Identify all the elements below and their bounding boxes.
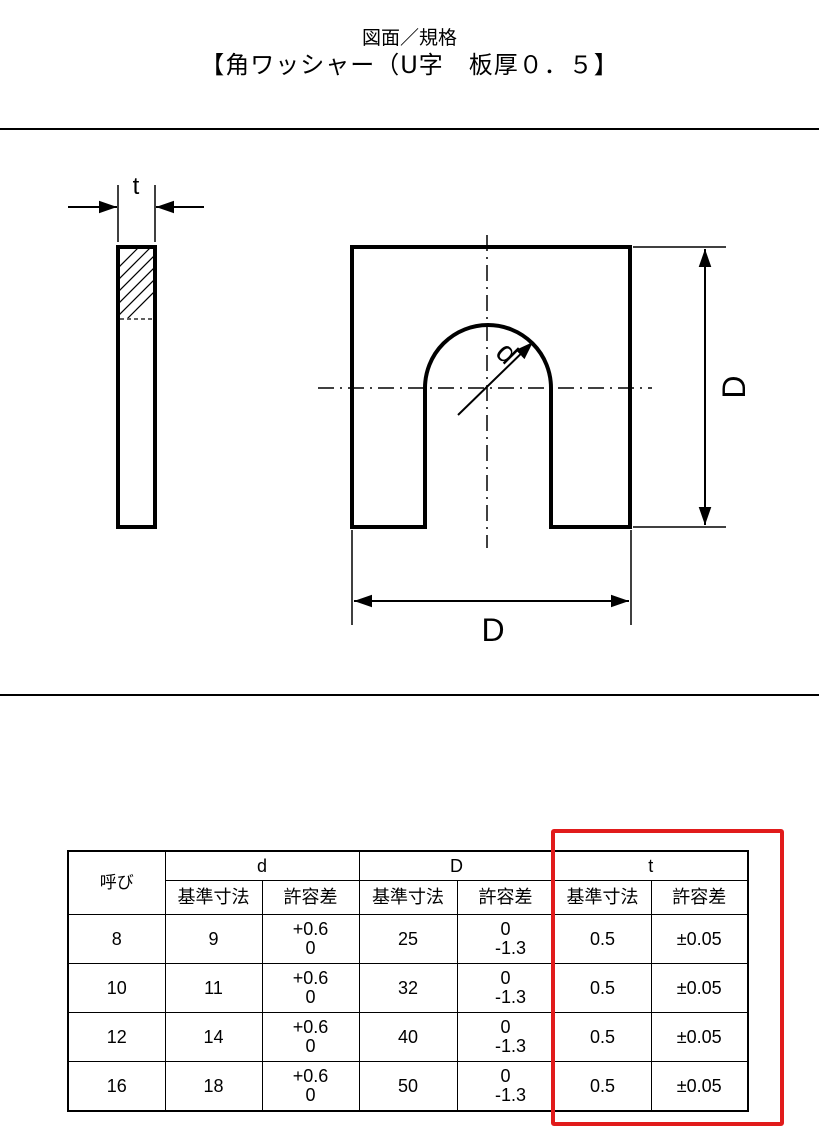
cell-nominal: 16 bbox=[67, 1061, 166, 1112]
bottom-divider bbox=[0, 694, 819, 696]
side-view-outline bbox=[116, 245, 157, 529]
D-vertical-label: D bbox=[716, 375, 752, 398]
top-divider bbox=[0, 128, 819, 130]
cell-D-base: 32 bbox=[358, 963, 458, 1013]
cell-D-base: 40 bbox=[358, 1012, 458, 1062]
D-tol-lower: -1.3 bbox=[494, 1036, 527, 1056]
cell-d-base: 11 bbox=[164, 963, 263, 1013]
d-tol-lower: 0 bbox=[305, 1036, 316, 1056]
spec-table: 呼び d D t 基準寸法 許容差 基準寸法 許容差 基準寸法 許容差 8 9 … bbox=[67, 850, 749, 1112]
d-diameter-arrow bbox=[457, 341, 534, 416]
cell-D-base: 25 bbox=[358, 914, 458, 964]
group-header-d: d bbox=[164, 850, 360, 881]
cell-D-tol: 0-1.3 bbox=[456, 1012, 555, 1062]
D-tol-upper: 0 bbox=[500, 1066, 511, 1086]
cell-D-base: 50 bbox=[358, 1061, 458, 1112]
cell-D-tol: 0-1.3 bbox=[456, 963, 555, 1013]
cell-nominal: 8 bbox=[67, 914, 166, 964]
d-tol-upper: +0.6 bbox=[292, 1066, 329, 1086]
d-tol-lower: 0 bbox=[305, 1085, 316, 1105]
D-horizontal-label: D bbox=[481, 612, 504, 648]
cell-t-tol: ±0.05 bbox=[650, 914, 749, 964]
table-header-row: 呼び d D t bbox=[67, 850, 749, 915]
cell-d-base: 14 bbox=[164, 1012, 263, 1062]
cell-t-tol: ±0.05 bbox=[650, 1012, 749, 1062]
subheader-d-base: 基準寸法 bbox=[164, 880, 263, 915]
cell-t-tol: ±0.05 bbox=[650, 963, 749, 1013]
subheader-d-tol: 許容差 bbox=[261, 880, 360, 915]
D-tol-upper: 0 bbox=[500, 919, 511, 939]
cell-t-base: 0.5 bbox=[553, 963, 652, 1013]
D-tol-upper: 0 bbox=[500, 1017, 511, 1037]
d-tol-upper: +0.6 bbox=[292, 968, 329, 988]
cell-t-base: 0.5 bbox=[553, 1061, 652, 1112]
cell-nominal: 12 bbox=[67, 1012, 166, 1062]
cell-D-tol: 0-1.3 bbox=[456, 914, 555, 964]
cell-t-base: 0.5 bbox=[553, 1012, 652, 1062]
cell-d-base: 9 bbox=[164, 914, 263, 964]
table-subheader-row: 基準寸法 許容差 基準寸法 許容差 基準寸法 許容差 bbox=[68, 880, 749, 915]
side-view: t bbox=[68, 173, 204, 529]
subheader-t-base: 基準寸法 bbox=[553, 880, 652, 915]
page-subtitle: 図面／規格 bbox=[361, 27, 457, 49]
technical-drawing: t d D D bbox=[68, 173, 752, 648]
cell-t-base: 0.5 bbox=[553, 914, 652, 964]
D-tol-lower: -1.3 bbox=[494, 1085, 527, 1105]
d-tol-lower: 0 bbox=[305, 987, 316, 1007]
t-label: t bbox=[133, 173, 140, 200]
page-title: 【角ワッシャー（U字 板厚０．５】 bbox=[200, 51, 619, 79]
subheader-D-tol: 許容差 bbox=[456, 880, 555, 915]
D-tol-upper: 0 bbox=[500, 968, 511, 988]
nominal-header: 呼び bbox=[67, 850, 166, 915]
group-header-t: t bbox=[553, 850, 749, 881]
subheader-t-tol: 許容差 bbox=[650, 880, 749, 915]
D-tol-lower: -1.3 bbox=[494, 987, 527, 1007]
subheader-D-base: 基準寸法 bbox=[358, 880, 458, 915]
d-tol-upper: +0.6 bbox=[292, 919, 329, 939]
d-tol-upper: +0.6 bbox=[292, 1017, 329, 1037]
cell-t-tol: ±0.05 bbox=[650, 1061, 749, 1112]
page-header: 図面／規格 【角ワッシャー（U字 板厚０．５】 bbox=[0, 26, 819, 80]
group-header-D: D bbox=[358, 850, 555, 881]
d-label: d bbox=[489, 336, 524, 371]
u-washer-outline bbox=[350, 245, 632, 529]
cell-nominal: 10 bbox=[67, 963, 166, 1013]
cell-D-tol: 0-1.3 bbox=[456, 1061, 555, 1112]
section-hatching bbox=[120, 248, 153, 318]
D-tol-lower: -1.3 bbox=[494, 938, 527, 958]
cell-d-base: 18 bbox=[164, 1061, 263, 1112]
front-view: d D D bbox=[318, 235, 752, 648]
d-tol-lower: 0 bbox=[305, 938, 316, 958]
